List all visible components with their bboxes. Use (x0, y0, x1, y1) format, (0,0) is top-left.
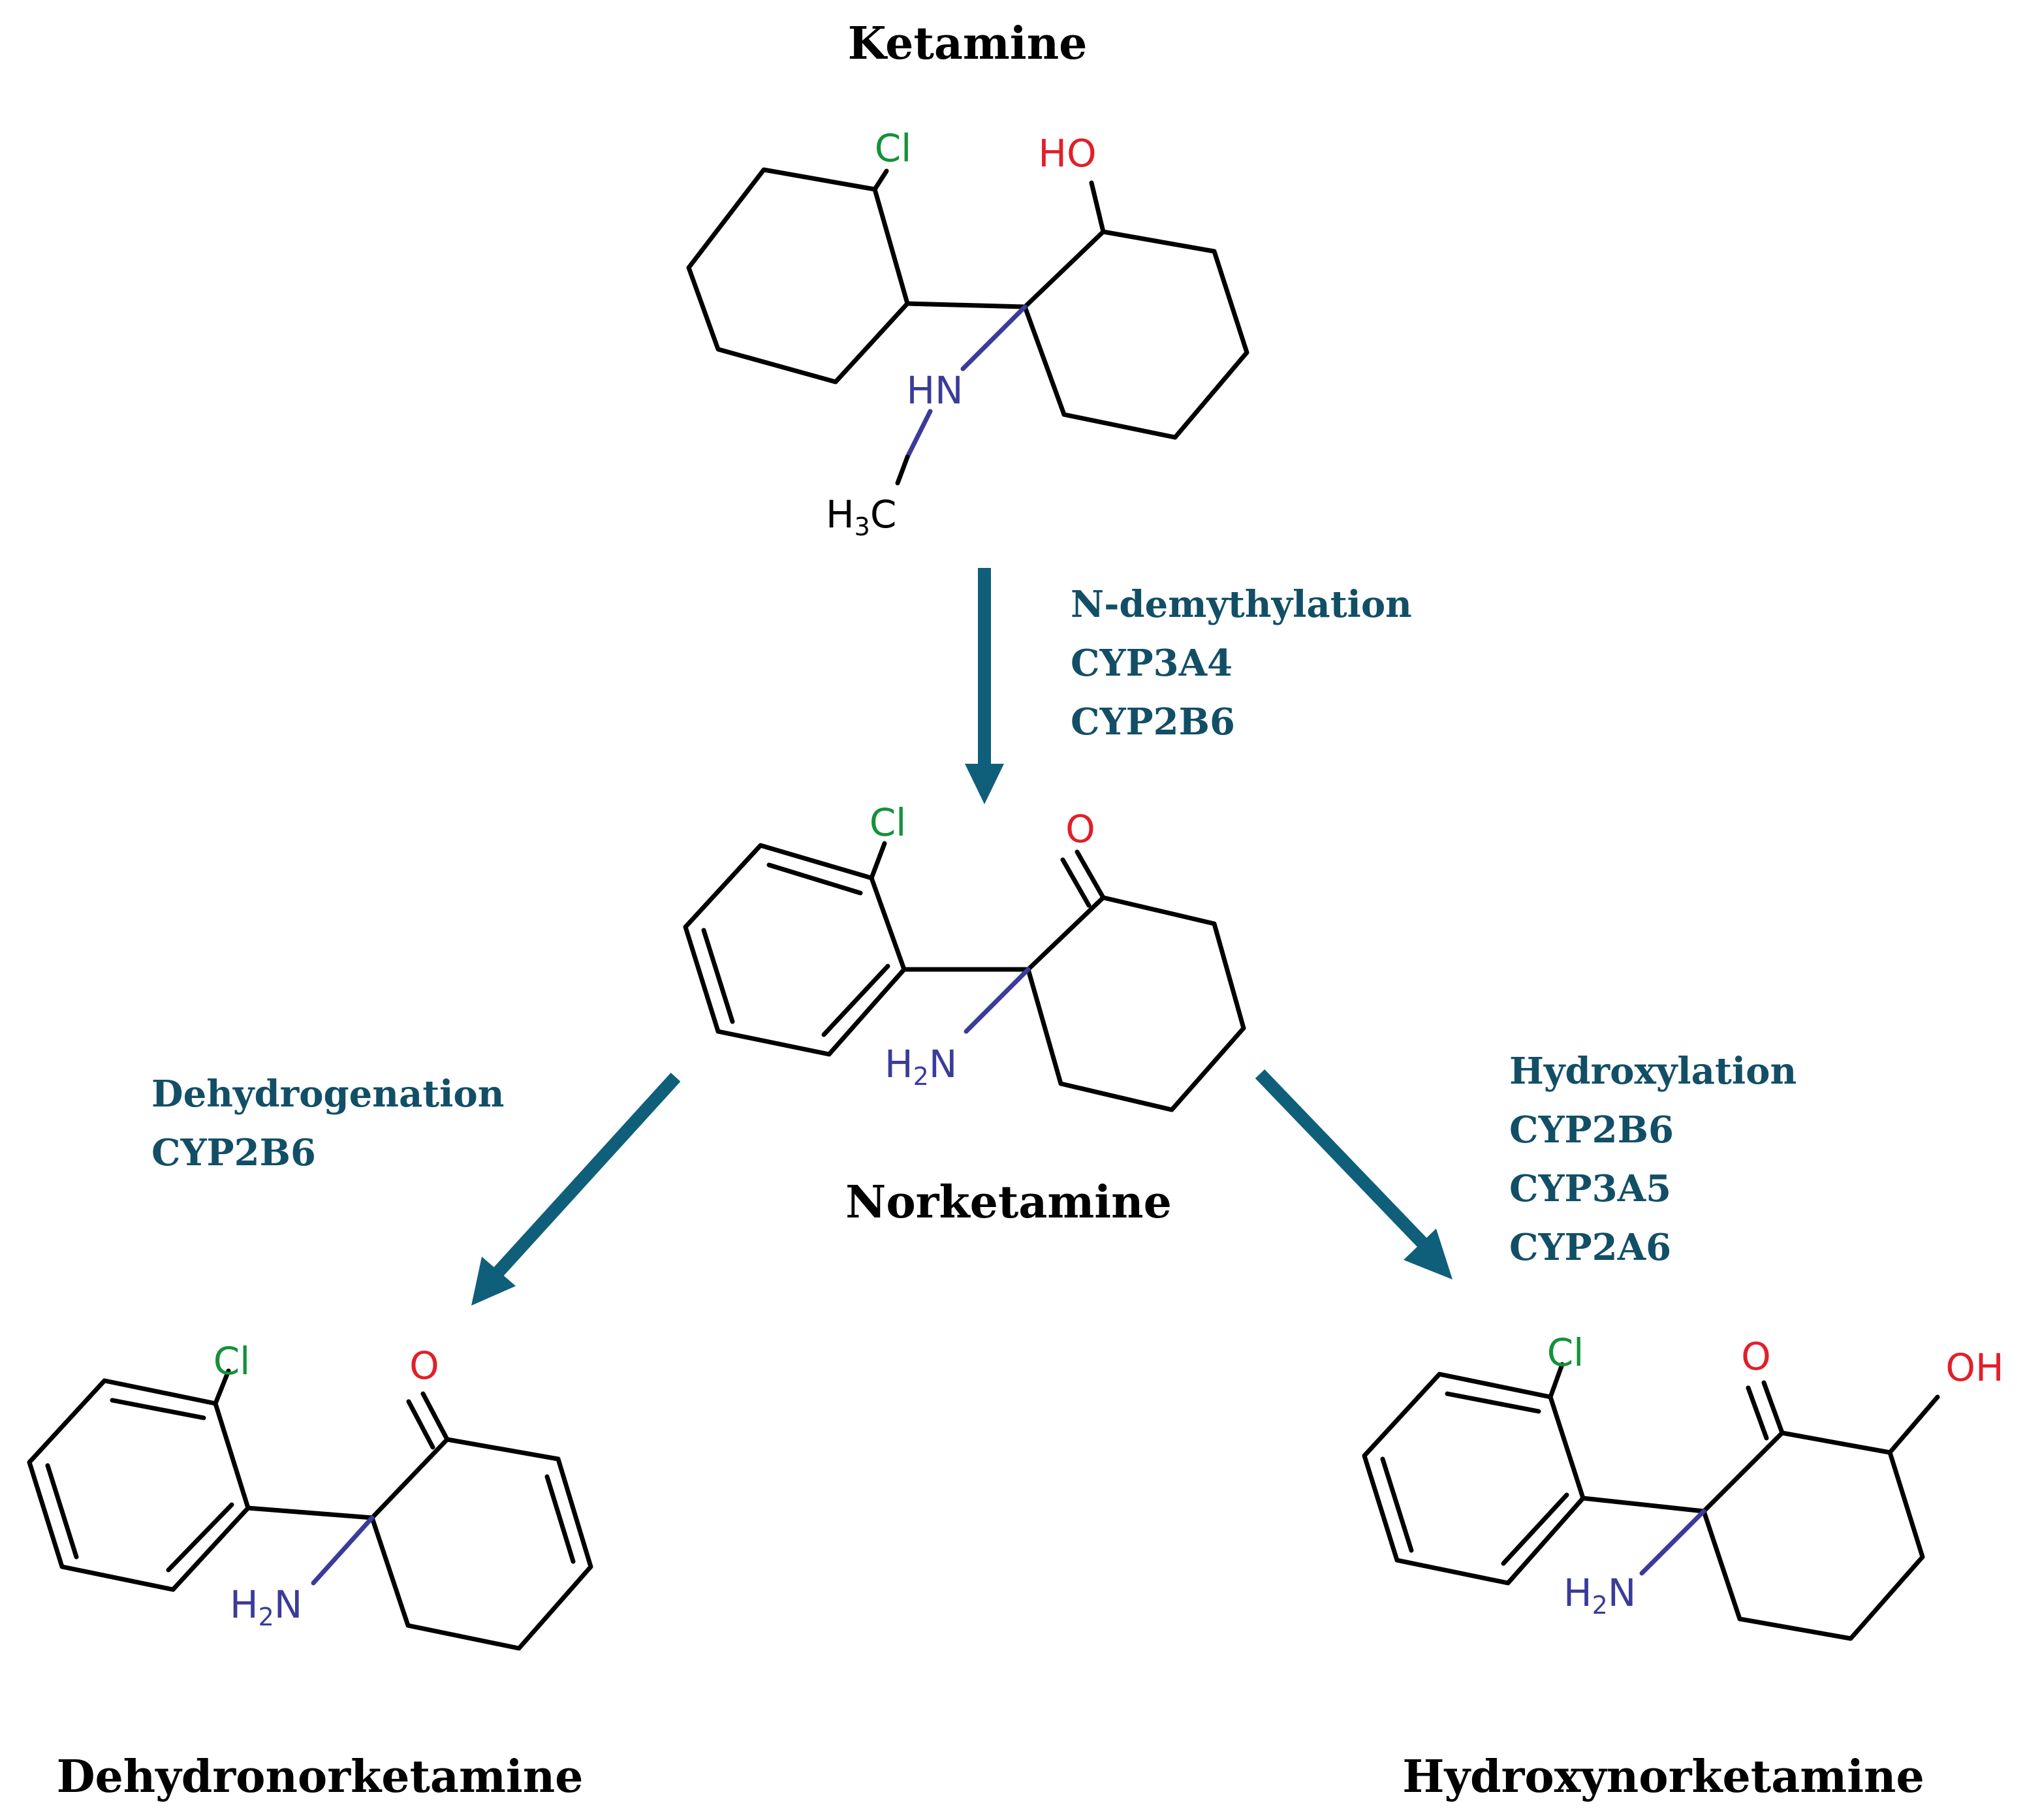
hydroxynorketamine-carbonyl-bond-a (1761, 1380, 1785, 1436)
norketamine-benzene-inner-2 (701, 928, 735, 1024)
ketamine-name: Ketamine (848, 18, 1088, 70)
norketamine-carbonyl-bond-b (1060, 857, 1091, 908)
ketamine-hydroxycyclohexane-ring (1022, 229, 1249, 440)
dehydronorketamine-ring-double-bond (544, 1474, 576, 1564)
dehydronorketamine-benzene-inner-2 (45, 1463, 79, 1560)
dehydronorketamine-o-label: O (409, 1343, 439, 1388)
hydroxynorketamine-hydroxyl-bond (1887, 1394, 1940, 1455)
dehydronorketamine-cl-label: Cl (213, 1339, 251, 1383)
ketamine-oh-bond (1089, 180, 1106, 234)
ketamine-cl-bond (872, 168, 889, 192)
ketamine-inter-ring-bond (905, 301, 1028, 309)
demethylation-label: N-demythylation CYP3A4 CYP2B6 (1071, 583, 1412, 744)
hydroxynorketamine-structure: Cl O OH H2N (1362, 1330, 2004, 1641)
hydroxynorketamine-name: Hydroxynorketamine (1402, 1751, 1924, 1803)
norketamine-cl-label: Cl (870, 800, 907, 845)
dehydrogenation-type: Dehydrogenation (151, 1073, 504, 1116)
norketamine-carbonyl-bond-a (1075, 849, 1106, 900)
dehydronorketamine-benzene-ring (27, 1378, 251, 1592)
demethylation-enzyme-2: CYP2B6 (1071, 700, 1235, 744)
hydroxynorketamine-amine-bond (1639, 1509, 1706, 1576)
arrow-demethylation (965, 568, 1004, 804)
ketamine-cl-label: Cl (875, 126, 912, 170)
demethylation-enzyme-1: CYP3A4 (1071, 642, 1232, 685)
ketamine-structure: Cl HO HN H3C (686, 126, 1249, 541)
hydroxylation-enzyme-1: CYP2B6 (1509, 1108, 1674, 1152)
hydroxylation-type: Hydroxylation (1509, 1050, 1797, 1093)
norketamine-name: Norketamine (845, 1176, 1172, 1229)
hydroxylation-label: Hydroxylation CYP2B6 CYP3A5 CYP2A6 (1509, 1050, 1797, 1269)
dehydronorketamine-structure: Cl O H2N (27, 1339, 593, 1651)
hydroxynorketamine-oh-label: OH (1945, 1345, 2003, 1390)
dehydronorketamine-benzene-inner-3 (166, 1502, 234, 1573)
dehydronorketamine-carbonyl-bond-b (406, 1399, 435, 1450)
arrow-dehydrogenation (471, 1073, 681, 1306)
dehydronorketamine-benzene-inner-1 (110, 1398, 206, 1420)
dehydrogenation-enzyme-1: CYP2B6 (151, 1131, 316, 1174)
hydroxynorketamine-h2n-label: H2N (1563, 1571, 1636, 1620)
demethylation-type: N-demythylation (1071, 583, 1412, 626)
norketamine-cyclohexanone-ring (1026, 895, 1246, 1112)
ketamine-h3c-label: H3C (826, 492, 896, 541)
norketamine-o-label: O (1065, 807, 1095, 851)
ketamine-chlorocyclohexane-ring (686, 167, 910, 384)
hydroxylation-enzyme-2: CYP3A5 (1509, 1167, 1671, 1210)
dehydronorketamine-carbonyl-bond-a (420, 1391, 450, 1442)
hydroxynorketamine-inter-ring-bond (1580, 1496, 1706, 1514)
dehydronorketamine-h2n-label: H2N (230, 1582, 302, 1631)
hydroxynorketamine-o-label: O (1741, 1334, 1771, 1379)
hydroxynorketamine-benzene-inner-3 (1501, 1492, 1569, 1566)
hydroxynorketamine-cl-bond (1548, 1362, 1565, 1400)
norketamine-h2n-label: H2N (885, 1042, 957, 1091)
dehydronorketamine-name: Dehydronorketamine (57, 1751, 584, 1803)
hydroxynorketamine-cl-label: Cl (1547, 1330, 1584, 1375)
dehydronorketamine-cyclohexenone-ring (369, 1437, 593, 1651)
arrow-hydroxylation (1255, 1069, 1452, 1279)
norketamine-benzene-inner-3 (821, 964, 890, 1037)
hydroxynorketamine-carbonyl-bond-b (1746, 1385, 1769, 1441)
ketamine-hn-label: HN (907, 368, 964, 413)
norketamine-cl-bond (869, 841, 887, 881)
hydroxynorketamine-benzene-inner-2 (1380, 1456, 1414, 1553)
dehydrogenation-label: Dehydrogenation CYP2B6 (151, 1073, 504, 1174)
hydroxynorketamine-benzene-ring (1362, 1372, 1586, 1586)
dehydronorketamine-cl-bond (213, 1368, 231, 1406)
norketamine-benzene-inner-1 (766, 862, 863, 896)
ketamine-methyl-carbon-bond (895, 454, 910, 486)
norketamine-structure: Cl O H2N (683, 800, 1246, 1112)
dehydronorketamine-inter-ring-bond (245, 1505, 375, 1520)
hydroxynorketamine-cyclohexanone-ring (1701, 1430, 1925, 1641)
ketamine-ho-label: HO (1038, 131, 1096, 176)
ketamine-methyl-bond (905, 409, 933, 460)
hydroxynorketamine-benzene-inner-1 (1445, 1391, 1541, 1414)
hydroxylation-enzyme-3: CYP2A6 (1509, 1226, 1671, 1269)
dehydronorketamine-amine-bond (311, 1515, 375, 1586)
norketamine-amine-bond (964, 967, 1031, 1034)
ketamine-amine-bond (960, 304, 1028, 371)
